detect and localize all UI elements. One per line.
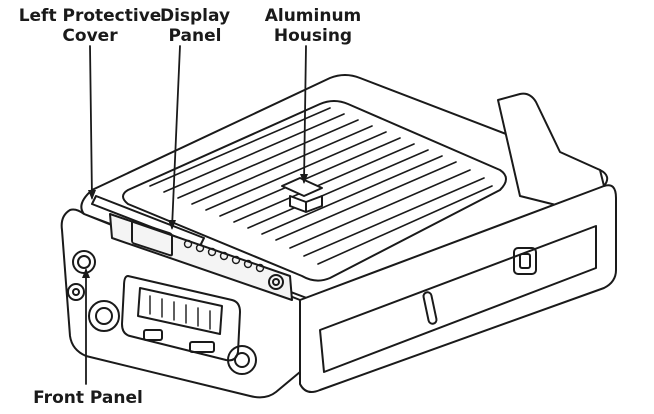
front-knob-small <box>67 283 85 301</box>
front-knob-large <box>88 300 120 332</box>
heatsink-area <box>122 100 507 282</box>
callout-display-line-2: Panel <box>168 26 222 46</box>
leader-left-cover <box>89 45 93 199</box>
front-face <box>60 208 301 399</box>
callout-display-line-1: Display <box>159 6 231 26</box>
leader-arrowheads <box>82 174 308 278</box>
side-connector <box>513 247 537 275</box>
callout-left-protective-cover: Left Protective Cover <box>4 6 176 46</box>
side-bevel <box>319 225 597 373</box>
callout-front-panel: Front Panel <box>33 388 143 408</box>
housing-clip <box>281 177 323 213</box>
leader-aluminum-housing <box>303 45 307 183</box>
cooling-fins <box>149 107 493 265</box>
front-connector <box>121 275 241 362</box>
display-panel <box>109 213 293 301</box>
antenna-connector <box>227 345 257 375</box>
side-slot <box>422 291 438 325</box>
callout-aluminum-housing: Aluminum Housing <box>254 6 372 46</box>
leader-display-panel <box>171 45 181 229</box>
callout-left-line-2: Cover <box>62 26 118 46</box>
side-face <box>299 184 617 393</box>
callout-alum-line-1: Aluminum <box>264 6 362 26</box>
callout-alum-line-2: Housing <box>273 26 353 46</box>
callout-left-line-1: Left Protective <box>18 6 162 26</box>
leader-lines <box>85 45 307 385</box>
callout-display-panel: Display Panel <box>150 6 240 46</box>
